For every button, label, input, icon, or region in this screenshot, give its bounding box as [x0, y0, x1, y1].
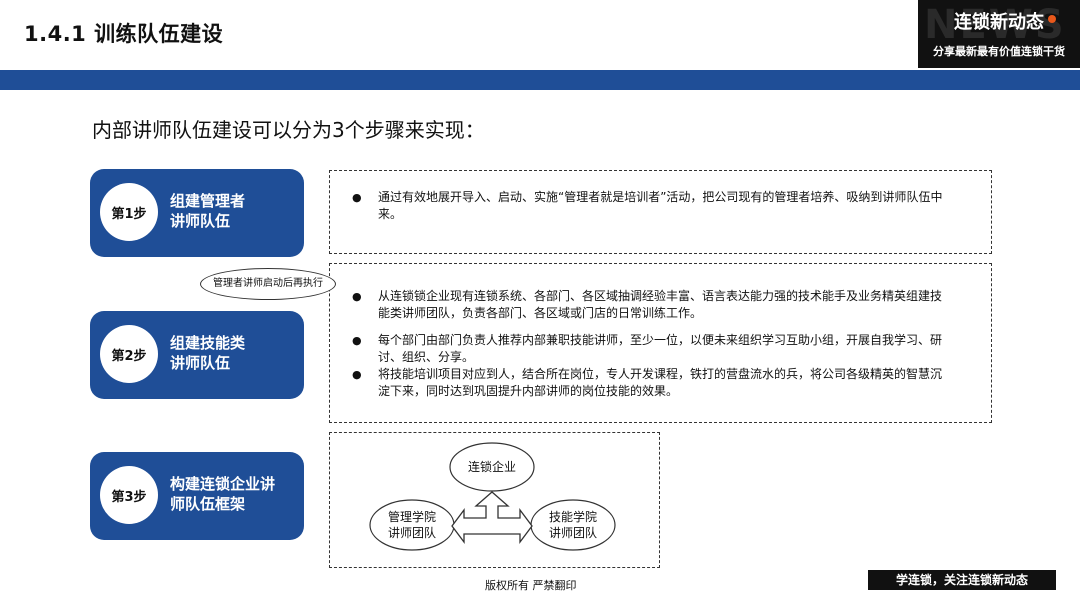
brand-slogan: 分享最新最有价值连锁干货	[933, 45, 1065, 58]
section-title: 1.4.1 训练队伍建设	[24, 22, 224, 46]
list-item: ● 将技能培训项目对应到人，结合所在岗位，专人开发课程，铁打的营盘流水的兵，将公…	[352, 367, 943, 398]
list-item: ● 每个部门由部门负责人推荐内部兼职技能讲师，至少一位，以便未来组织学习互助小组…	[352, 333, 943, 364]
list-item: ● 从连锁锁企业现有连锁系统、各部门、各区域抽调经验丰富、语言表达能力强的技术能…	[352, 289, 943, 320]
three-way-arrow-icon	[451, 491, 533, 544]
diagram-top-label: 连锁企业	[468, 459, 516, 474]
bullet-icon: ●	[352, 191, 362, 204]
list-item: ● 通过有效地展开导入、启动、实施“管理者就是培训者”活动，把公司现有的管理者培…	[352, 190, 943, 221]
ellipse-right	[530, 499, 616, 551]
step-2-title: 组建技能类 讲师队伍	[170, 334, 246, 372]
step-1-pill: 第1步 组建管理者 讲师队伍	[90, 169, 304, 257]
step-1-badge: 第1步	[100, 183, 158, 241]
step-3-title: 构建连锁企业讲 师队伍框架	[170, 475, 276, 513]
diagram-left-line1: 管理学院	[388, 509, 436, 524]
diagram-left-line2: 讲师团队	[388, 525, 436, 540]
brand-watermark: NEWS	[924, 2, 1066, 48]
step-2-box: ● 从连锁锁企业现有连锁系统、各部门、各区域抽调经验丰富、语言表达能力强的技术能…	[329, 263, 992, 423]
step-1-title: 组建管理者 讲师队伍	[170, 192, 246, 230]
ellipse-left	[369, 499, 455, 551]
copyright-text: 版权所有 严禁翻印	[485, 579, 577, 592]
header-bar	[0, 70, 1080, 90]
step-3-badge: 第3步	[100, 466, 158, 524]
brand-logo: NEWS 连锁新动态 分享最新最有价值连锁干货	[918, 0, 1080, 68]
step-3-pill: 第3步 构建连锁企业讲 师队伍框架	[90, 452, 304, 540]
intro-text: 内部讲师队伍建设可以分为3个步骤来实现：	[92, 118, 485, 142]
ellipse-top	[449, 442, 535, 492]
step-2-pill: 第2步 组建技能类 讲师队伍	[90, 311, 304, 399]
bullet-icon: ●	[352, 290, 362, 303]
diagram-right-line2: 讲师团队	[549, 525, 597, 540]
step-2-badge: 第2步	[100, 325, 158, 383]
brand-title: 连锁新动态	[954, 12, 1044, 33]
brand-dot-icon	[1048, 15, 1056, 23]
bullet-icon: ●	[352, 334, 362, 347]
diagram-right-line1: 技能学院	[549, 509, 597, 524]
footer-tag: 学连锁，关注连锁新动态	[868, 570, 1056, 590]
bullet-icon: ●	[352, 368, 362, 381]
callout-bubble: 管理者讲师启动后再执行	[200, 268, 336, 300]
step-1-box: ● 通过有效地展开导入、启动、实施“管理者就是培训者”活动，把公司现有的管理者培…	[329, 170, 992, 254]
